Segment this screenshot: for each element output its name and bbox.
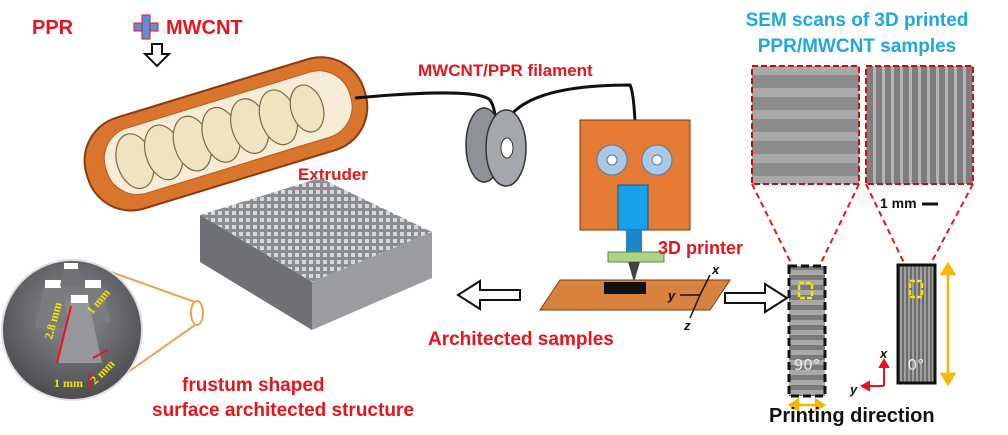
angle-0-label: 0° [907,356,924,374]
ppr-label: PPR [32,17,74,39]
plus-icon [133,14,159,40]
sample-90 [787,264,827,398]
axis-x-label: x [711,262,720,277]
axis-z-label: z [683,318,691,333]
right-arrow-icon [724,282,789,314]
axis-y-label: y [667,288,676,303]
extruder-label: Extruder [298,165,368,184]
zoom-lines [751,183,974,266]
frustum-inset [1,259,143,401]
sample-axes [859,357,890,392]
dim-base-height-label: 1 mm [54,376,83,390]
printing-direction-arrow-90 [787,397,827,413]
extruder [83,56,369,212]
down-arrow-icon [142,43,172,68]
printer-label: 3D printer [658,238,743,258]
printing-direction-label: Printing direction [769,405,935,427]
sample-axis-x-label: x [879,346,888,361]
sem-image-0 [865,65,974,185]
sample-0 [896,263,937,385]
sample-axis-y-label: y [849,382,858,397]
printing-direction-arrow-0 [939,261,957,387]
printer-axes [680,274,711,319]
mwcnt-label: MWCNT [166,17,243,39]
filament-spool [465,107,527,187]
filament-label: MWCNT/PPR filament [418,61,593,80]
sem-title-line2: PPR/MWCNT samples [758,36,956,57]
structure-label-line2: surface architected structure [152,400,414,421]
architected-sample-block [200,178,432,330]
structure-label-line1: frustum shaped [182,375,325,396]
sem-image-90 [751,65,860,185]
printer [539,119,731,311]
architected-samples-label: Architected samples [428,329,614,350]
left-arrow-icon [456,279,521,311]
angle-90-label: 90° [794,356,821,374]
scale-bar-label: 1 mm [880,195,917,211]
sem-title-line1: SEM scans of 3D printed [746,10,969,31]
